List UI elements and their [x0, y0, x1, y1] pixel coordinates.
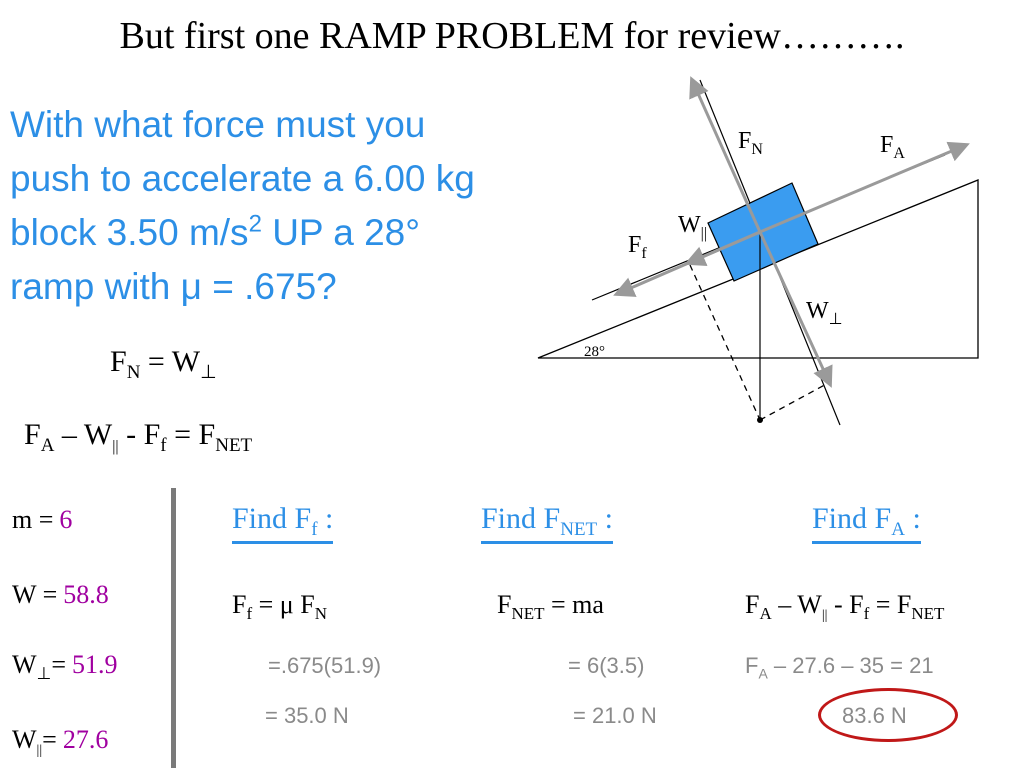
wperp-label: W⊥	[806, 298, 843, 328]
fnet-calc-step-1: = 6(3.5)	[568, 653, 645, 678]
fa-formula: FA – W|| - Ff = FNET	[745, 590, 945, 624]
page-title: But first one RAMP PROBLEM for review…………	[119, 15, 905, 57]
given-weight-parallel: W||=27.6	[12, 725, 109, 759]
fa-calc-step-1: FA – 27.6 – 35 = 21	[745, 653, 934, 682]
fn-label: FN	[738, 128, 763, 158]
find-ff-heading: Find Ff :	[232, 502, 334, 544]
fa-label: FA	[880, 132, 905, 162]
find-fa-heading: Find FA :	[812, 502, 921, 544]
given-mass: m =6	[12, 505, 73, 534]
ff-label: Ff	[628, 232, 647, 262]
vertical-divider	[171, 488, 176, 768]
answer-circle	[818, 688, 958, 742]
angle-label: 28°	[584, 344, 605, 360]
given-weight-perpendicular: W⊥=51.9	[12, 650, 118, 684]
net-force-equation: FA – W|| - Ff = FNET	[24, 418, 253, 456]
wpar-arrow	[684, 230, 761, 267]
ff-calc-step-1: =.675(51.9)	[268, 653, 382, 678]
fa-arrow	[759, 141, 970, 234]
ff-formula: Ff = μ FN	[232, 590, 327, 624]
dashed-component-1	[689, 264, 761, 421]
wpar-label: W||	[678, 212, 707, 242]
fn-arrow	[689, 76, 762, 233]
fnet-formula: FNET = ma	[497, 590, 604, 624]
question-line-2: push to accelerate a 6.00 kg	[10, 158, 475, 199]
normal-force-equation: FN = W⊥	[110, 345, 217, 383]
question-line-4: ramp with μ = .675?	[10, 266, 337, 307]
find-fnet-heading: Find FNET :	[481, 502, 613, 544]
ff-calc-result: = 35.0 N	[265, 703, 349, 728]
wperp-arrow	[758, 231, 833, 388]
question-line-1: With what force must you	[10, 104, 426, 145]
question-line-3: block 3.50 m/s2 UP a 28°	[10, 210, 421, 253]
ramp-force-diagram: 28° FN FA Ff W|| W⊥	[537, 76, 979, 426]
given-weight: W =58.8	[12, 580, 109, 609]
fnet-calc-result: = 21.0 N	[573, 703, 657, 728]
question-text: With what force must you push to acceler…	[10, 98, 600, 314]
dashed-component-2	[759, 381, 831, 421]
